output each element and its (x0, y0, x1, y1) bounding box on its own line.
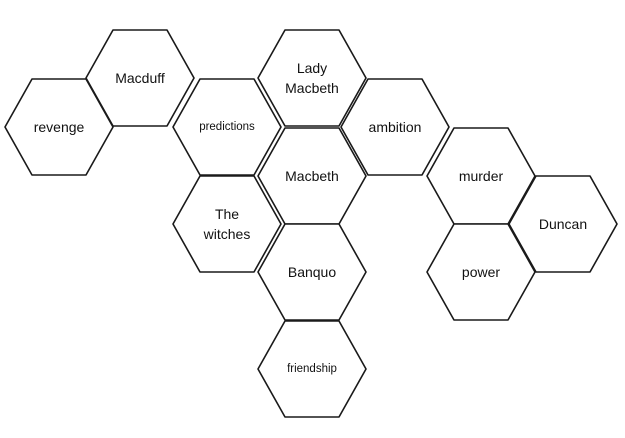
hexagon-shape (257, 223, 367, 321)
hexagon-shape (172, 175, 282, 273)
hexagon-label-revenge: revenge (34, 119, 85, 135)
hexagon-label-lady-macbeth: Macbeth (285, 80, 339, 96)
hexagon-shape (4, 78, 114, 176)
hexagon-label-macbeth: Macbeth (285, 168, 339, 184)
hexagon-label-the-witches: witches (203, 226, 251, 242)
hexagon-label-predictions: predictions (199, 121, 255, 133)
hexagon-revenge: revenge (4, 78, 114, 176)
hexagon-the-witches: The witches (172, 175, 282, 273)
hexagon-shape (426, 223, 536, 321)
hexagon-label-murder: murder (459, 168, 504, 184)
hexagon-duncan: Duncan (508, 175, 618, 273)
hexagon-power: power (426, 223, 536, 321)
hexagon-shape (172, 78, 282, 176)
hexagon-label-the-witches: The (215, 206, 239, 222)
hexagon-predictions: predictions (172, 78, 282, 176)
hexagon-label-banquo: Banquo (288, 264, 336, 280)
hexagon-label-friendship: friendship (287, 363, 337, 375)
hexagon-label-lady-macbeth: Lady (297, 60, 327, 76)
hexagon-shape (508, 175, 618, 273)
hexagon-ambition: ambition (340, 78, 450, 176)
hexagon-shape (257, 29, 367, 127)
hexagon-banquo: Banquo (257, 223, 367, 321)
hexagon-label-macduff: Macduff (115, 70, 165, 86)
hexagon-label-ambition: ambition (369, 119, 422, 135)
hexagon-label-power: power (462, 264, 500, 280)
hexagon-shape (340, 78, 450, 176)
hexagon-shape (257, 320, 367, 418)
hexagon-label-duncan: Duncan (539, 216, 587, 232)
hexagon-friendship: friendship (257, 320, 367, 418)
